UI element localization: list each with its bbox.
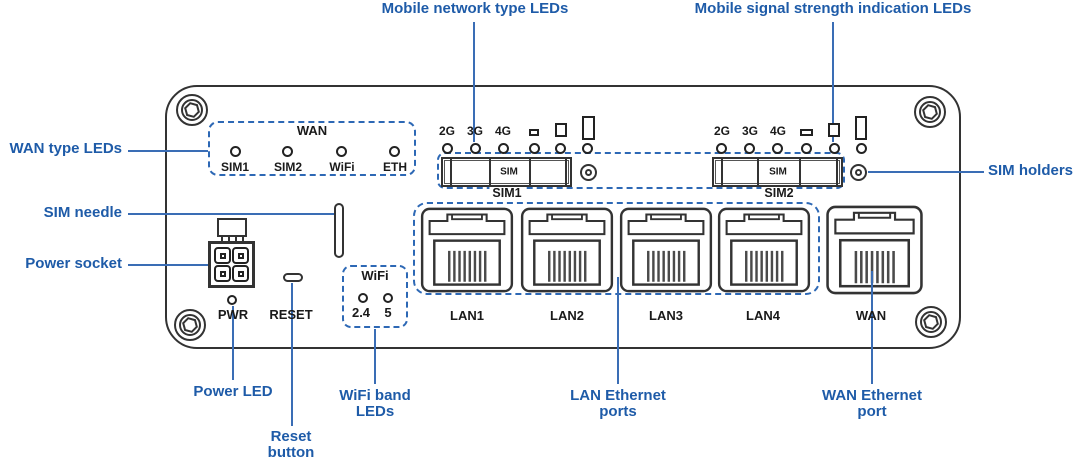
- corner-screw-tr: [914, 96, 946, 128]
- network-type-led: [498, 143, 509, 154]
- callout-line-sim-holders: [868, 171, 984, 173]
- signal-bar-small: [529, 129, 539, 136]
- wan-led-group-box: [208, 121, 416, 176]
- wan-sim1-led: [230, 146, 241, 157]
- wifi-group-title: WiFi: [361, 268, 389, 283]
- wan-wifi-led: [336, 146, 347, 157]
- callout-line-wifi-band: [374, 329, 376, 384]
- callout-line-power-led: [232, 306, 234, 380]
- network-led-label: 2G: [713, 124, 731, 138]
- sim-holders-group-box: [437, 152, 845, 189]
- wan-led-label: SIM1: [220, 160, 250, 174]
- corner-screw-tl: [176, 94, 208, 126]
- wan-port-label: WAN: [855, 308, 887, 323]
- callout-mobile-network-type: Mobile network type LEDs: [381, 0, 569, 17]
- callout-lan-ports-line2: ports: [599, 403, 637, 420]
- wan-eth-led: [389, 146, 400, 157]
- network-type-led: [470, 143, 481, 154]
- callout-line-lan-ports: [617, 277, 619, 384]
- callout-line-wan-type: [128, 150, 208, 152]
- reset-label: RESET: [269, 307, 313, 322]
- callout-sim-holders: SIM holders: [988, 162, 1074, 179]
- wan-led-label: SIM2: [273, 160, 303, 174]
- lan3-port: [619, 207, 713, 293]
- signal-strength-led: [555, 143, 566, 154]
- wifi-24-led: [358, 293, 368, 303]
- callout-wan-port-line1: WAN Ethernet: [821, 387, 923, 404]
- callout-line-mobile-network: [473, 22, 475, 142]
- lan-port-label: LAN3: [649, 308, 683, 323]
- signal-strength-led: [856, 143, 867, 154]
- callout-reset-button-line2: button: [267, 444, 315, 461]
- wan-port: [826, 205, 923, 295]
- wifi-led-label: 5: [384, 305, 392, 320]
- callout-mobile-signal-strength: Mobile signal strength indication LEDs: [694, 0, 972, 17]
- lan2-port: [520, 207, 614, 293]
- wifi-led-label: 2.4: [351, 305, 371, 320]
- signal-strength-led: [829, 143, 840, 154]
- callout-line-power-socket: [128, 264, 212, 266]
- callout-reset-button-line1: Reset: [270, 428, 312, 445]
- sim2-caption: SIM2: [761, 187, 797, 200]
- signal-bar-large: [582, 116, 595, 140]
- callout-lan-ports-line1: LAN Ethernet: [570, 387, 666, 404]
- reset-button: [283, 273, 303, 282]
- lan-port-label: LAN2: [550, 308, 584, 323]
- lan-ports-group-box: [413, 202, 820, 295]
- wan-led-label: WiFi: [329, 160, 355, 174]
- sim1-eject-hole: [580, 164, 597, 181]
- network-led-label: 4G: [769, 124, 787, 138]
- network-led-label: 4G: [494, 124, 512, 138]
- callout-power-led: Power LED: [193, 383, 273, 400]
- wan-led-label: ETH: [383, 160, 407, 174]
- wan-sim2-led: [282, 146, 293, 157]
- callout-power-socket: Power socket: [25, 255, 122, 272]
- sim1-tray-label: SIM: [500, 166, 518, 178]
- lan4-port: [717, 207, 811, 293]
- sim2-eject-hole: [850, 164, 867, 181]
- network-led-label: 2G: [438, 124, 456, 138]
- network-type-led: [442, 143, 453, 154]
- callout-line-reset: [291, 283, 293, 426]
- power-led: [227, 295, 237, 305]
- signal-bar-medium: [555, 123, 567, 137]
- signal-strength-led: [529, 143, 540, 154]
- sim2-tray-label: SIM: [769, 166, 787, 178]
- network-led-label: 3G: [466, 124, 484, 138]
- pwr-label: PWR: [217, 307, 249, 322]
- signal-bar-medium: [828, 123, 840, 137]
- wifi-led-group-box: [342, 265, 408, 328]
- callout-wifi-band-line2: LEDs: [355, 403, 395, 420]
- sim1-tray: SIM: [441, 157, 572, 187]
- signal-bar-small: [800, 129, 813, 136]
- corner-screw-br: [915, 306, 947, 338]
- callout-wan-type-leds: WAN type LEDs: [9, 140, 122, 157]
- network-type-led: [716, 143, 727, 154]
- wan-group-title: WAN: [296, 123, 328, 138]
- lan-port-label: LAN1: [450, 308, 484, 323]
- network-type-led: [772, 143, 783, 154]
- sim2-tray: SIM: [712, 157, 843, 187]
- wifi-5-led: [383, 293, 393, 303]
- sim-needle: [334, 203, 344, 258]
- network-type-led: [744, 143, 755, 154]
- callout-line-sim-needle: [128, 213, 334, 215]
- lan1-port: [420, 207, 514, 293]
- callout-sim-needle: SIM needle: [43, 204, 122, 221]
- callout-wifi-band-line1: WiFi band: [339, 387, 411, 404]
- lan-port-label: LAN4: [746, 308, 780, 323]
- signal-strength-led: [582, 143, 593, 154]
- callout-line-wan-port: [871, 271, 873, 384]
- corner-screw-bl: [174, 309, 206, 341]
- signal-bar-large: [855, 116, 867, 140]
- network-led-label: 3G: [741, 124, 759, 138]
- callout-line-mobile-signal: [832, 22, 834, 142]
- callout-wan-port-line2: port: [857, 403, 887, 420]
- sim1-caption: SIM1: [489, 187, 525, 200]
- signal-strength-led: [801, 143, 812, 154]
